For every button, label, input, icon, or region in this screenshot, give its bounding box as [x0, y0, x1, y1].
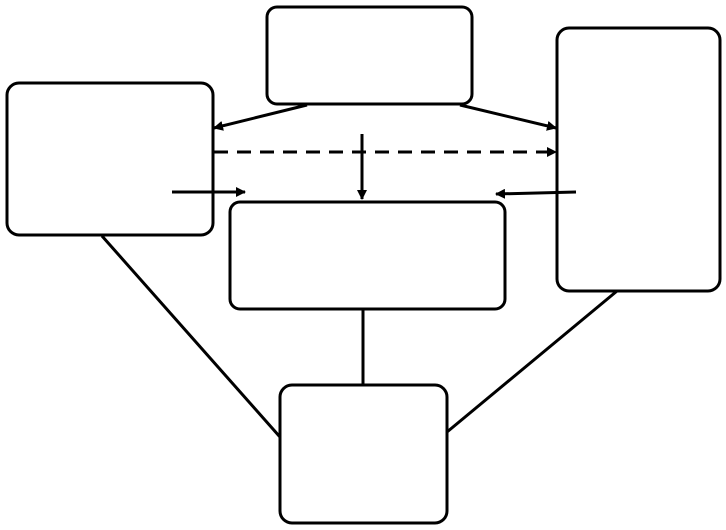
node-top: [265, 5, 474, 106]
arrow-top-to-right: [459, 103, 557, 131]
edge-left-to-bottom: [100, 235, 282, 438]
node-left: [5, 81, 215, 237]
arrow-top-to-left: [213, 103, 308, 131]
node-bottom: [278, 383, 449, 525]
arrow-right-to-center: [495, 188, 577, 199]
edge-right-to-bottom: [446, 289, 618, 434]
node-right: [555, 26, 722, 293]
node-center: [228, 200, 507, 311]
